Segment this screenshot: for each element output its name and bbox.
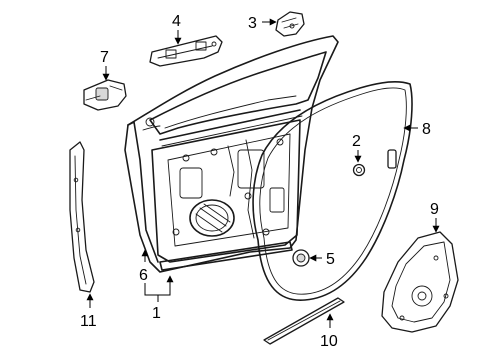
callout-8: 8 [422,121,431,138]
garnish-part-11 [69,141,95,293]
reinforcement-part-4 [149,35,223,67]
plug-part-2 [352,163,366,177]
callout-2: 2 [352,133,361,150]
leader-lines [86,18,440,328]
callout-labels: 3 4 7 2 8 5 9 6 1 11 10 [80,13,439,350]
callout-9: 9 [430,201,439,218]
hinge-part-7 [83,79,127,111]
callout-5: 5 [326,251,335,268]
grommet-part-5 [292,249,310,267]
callout-1: 1 [152,305,161,322]
callout-7: 7 [100,49,109,66]
callout-4: 4 [172,13,181,30]
bracket-part-3 [275,11,305,37]
speaker-bracket-part-9 [381,231,459,333]
callout-3: 3 [248,15,257,32]
callout-10: 10 [320,333,338,350]
callout-6: 6 [139,267,148,284]
lower-moulding-part-10 [263,297,345,345]
callout-11: 11 [80,313,97,330]
door-shell [124,35,339,273]
